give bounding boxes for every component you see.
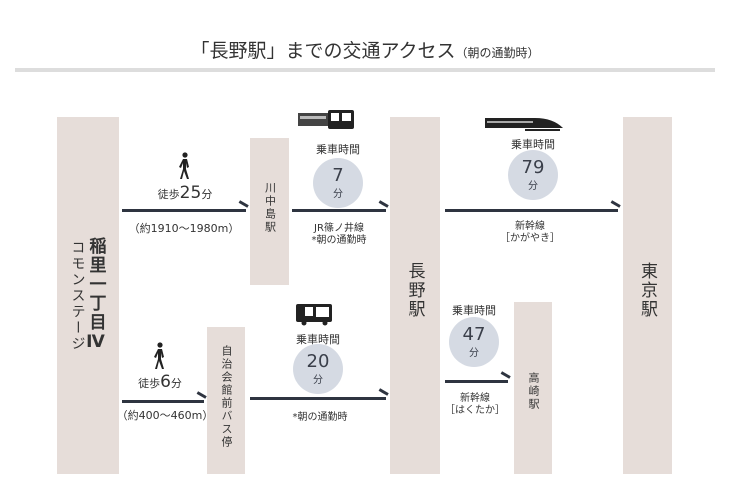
title-sub: （朝の通勤時） bbox=[455, 46, 540, 60]
station-takasaki: 高崎駅 bbox=[514, 302, 552, 474]
walking-person-icon bbox=[179, 152, 189, 179]
station-label: 川中島駅 bbox=[263, 182, 277, 234]
shinkansen1-line: 新幹線 bbox=[515, 221, 545, 232]
arrow-train1 bbox=[292, 209, 386, 212]
station-label: 東京駅 bbox=[637, 262, 657, 319]
origin-name-a: コモンステージ bbox=[69, 239, 86, 352]
station-kawanakajima: 川中島駅 bbox=[250, 138, 289, 285]
title-main: 「長野駅」までの交通アクセス bbox=[190, 40, 456, 62]
bus-note: *朝の通勤時 bbox=[292, 412, 348, 423]
train-icon bbox=[298, 110, 354, 129]
ride-time-label: 乗車時間 bbox=[316, 143, 360, 156]
ride-time-label: 乗車時間 bbox=[511, 138, 555, 151]
station-origin: コモンステージ 稲里一丁目Ⅳ bbox=[57, 117, 119, 474]
station-label: 長野駅 bbox=[404, 262, 425, 319]
origin-name-b: 稲里一丁目Ⅳ bbox=[85, 237, 106, 354]
shinkansen2-line: 新幹線 bbox=[460, 393, 490, 404]
train1-line: JR篠ノ井線 bbox=[314, 223, 364, 234]
station-tokyo: 東京駅 bbox=[623, 117, 672, 474]
shinkansen1-name: ［かがやき］ bbox=[500, 233, 560, 244]
shinkansen2-name: ［はくたか］ bbox=[445, 405, 505, 416]
ride-time-label: 乗車時間 bbox=[452, 304, 496, 317]
arrow-shinkansen2 bbox=[445, 380, 508, 383]
page-title: 「長野駅」までの交通アクセス（朝の通勤時） bbox=[0, 36, 730, 63]
shinkansen-icon bbox=[485, 118, 563, 131]
bus-icon bbox=[296, 304, 332, 326]
arrow-shinkansen1 bbox=[445, 209, 618, 212]
ride-time-label: 乗車時間 bbox=[296, 333, 340, 346]
station-jichikaikan: 自治会館前バス停 bbox=[207, 327, 245, 474]
walk1-time: 徒歩25分 bbox=[157, 183, 213, 203]
walk2-time: 徒歩6分 bbox=[138, 372, 182, 392]
walk1-distance: （約1910〜1980m） bbox=[128, 222, 240, 235]
train1-note: *朝の通勤時 bbox=[311, 235, 367, 246]
station-label: 自治会館前バス停 bbox=[220, 345, 233, 449]
arrow-bus bbox=[250, 397, 386, 400]
walking-person-icon bbox=[154, 342, 164, 369]
walk2-distance: （約400〜460m） bbox=[116, 409, 214, 422]
station-nagano: 長野駅 bbox=[390, 117, 440, 474]
title-divider bbox=[15, 68, 715, 72]
station-label: 高崎駅 bbox=[527, 372, 540, 411]
arrow-walk2 bbox=[122, 400, 204, 403]
arrow-walk1 bbox=[122, 209, 246, 212]
